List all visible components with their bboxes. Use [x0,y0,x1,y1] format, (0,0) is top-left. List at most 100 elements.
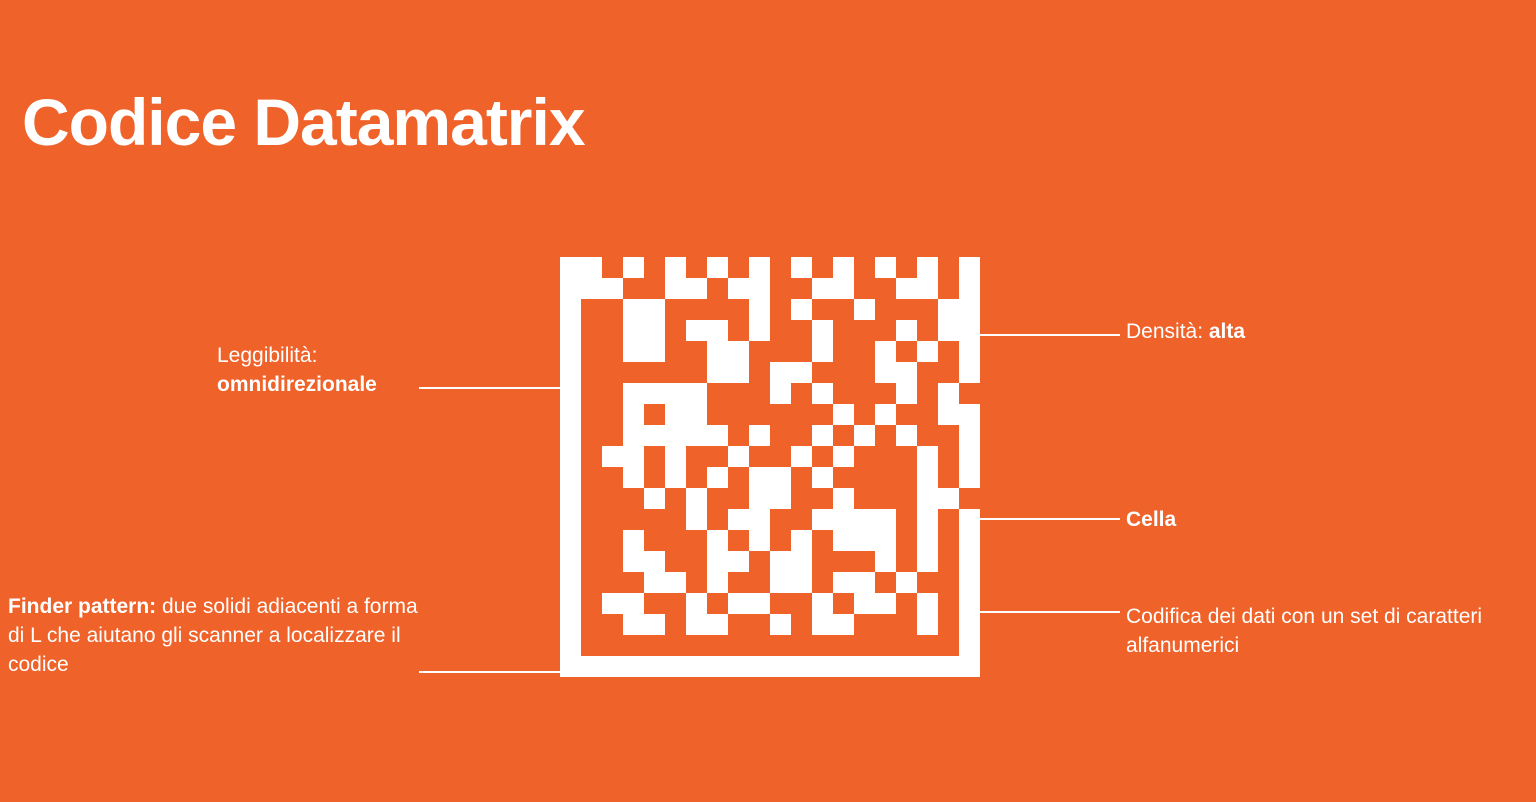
datamatrix-cell [749,320,770,341]
datamatrix-cell [833,593,854,614]
datamatrix-cell [581,656,602,677]
datamatrix-cell [896,572,917,593]
datamatrix-cell [812,509,833,530]
datamatrix-cell [686,467,707,488]
datamatrix-cell [686,257,707,278]
datamatrix-cell [707,446,728,467]
datamatrix-cell [854,656,875,677]
datamatrix-cell [644,362,665,383]
datamatrix-cell [749,509,770,530]
leader-line-finder [419,671,564,673]
datamatrix-cell [833,278,854,299]
datamatrix-cell [791,635,812,656]
datamatrix-cell [644,383,665,404]
datamatrix-cell [623,572,644,593]
datamatrix-cell [602,425,623,446]
datamatrix-cell [770,656,791,677]
datamatrix-cell [623,383,644,404]
datamatrix-cell [938,530,959,551]
datamatrix-cell [644,593,665,614]
datamatrix-cell [812,635,833,656]
datamatrix-cell [854,446,875,467]
datamatrix-cell [791,362,812,383]
datamatrix-cell [749,488,770,509]
datamatrix-cell [665,362,686,383]
annotation-cell: Cella [1126,505,1176,534]
datamatrix-cell [875,299,896,320]
datamatrix-cell [686,614,707,635]
datamatrix-cell [707,593,728,614]
datamatrix-cell [602,509,623,530]
datamatrix-cell [623,488,644,509]
datamatrix-cell [749,635,770,656]
datamatrix-cell [560,320,581,341]
datamatrix-cell [560,362,581,383]
datamatrix-cell [917,656,938,677]
datamatrix-cell [875,656,896,677]
datamatrix-cell [791,320,812,341]
datamatrix-cell [707,488,728,509]
datamatrix-cell [749,530,770,551]
datamatrix-cell [602,488,623,509]
datamatrix-cell [581,362,602,383]
datamatrix-cell [581,425,602,446]
datamatrix-cell [854,572,875,593]
datamatrix-cell [959,656,980,677]
datamatrix-cell [749,551,770,572]
datamatrix-cell [959,509,980,530]
datamatrix-cell [959,446,980,467]
datamatrix-cell [665,656,686,677]
datamatrix-cell [959,530,980,551]
datamatrix-cell [854,341,875,362]
datamatrix-cell [665,299,686,320]
datamatrix-cell [791,425,812,446]
datamatrix-cell [959,362,980,383]
datamatrix-cell [665,551,686,572]
datamatrix-cell [791,299,812,320]
datamatrix-cell [749,614,770,635]
annotation-finder-pattern: Finder pattern: due solidi adiacenti a f… [8,592,438,679]
datamatrix-cell [959,383,980,404]
datamatrix-cell [602,257,623,278]
datamatrix-cell [665,467,686,488]
datamatrix-cell [644,614,665,635]
datamatrix-cell [938,257,959,278]
datamatrix-cell [770,341,791,362]
datamatrix-cell [917,425,938,446]
datamatrix-cell [602,530,623,551]
datamatrix-cell [581,572,602,593]
datamatrix-cell [854,320,875,341]
datamatrix-cell [833,488,854,509]
datamatrix-cell [623,446,644,467]
datamatrix-cell [812,257,833,278]
datamatrix-cell [791,467,812,488]
datamatrix-cell [581,551,602,572]
datamatrix-cell [791,341,812,362]
datamatrix-cell [896,362,917,383]
datamatrix-cell [812,530,833,551]
datamatrix-cell [938,278,959,299]
datamatrix-cell [728,488,749,509]
datamatrix-cell [791,593,812,614]
datamatrix-cell [770,467,791,488]
datamatrix-cell [938,551,959,572]
datamatrix-cell [854,488,875,509]
datamatrix-cell [581,341,602,362]
datamatrix-cell [665,635,686,656]
datamatrix-cell [812,341,833,362]
datamatrix-cell [938,425,959,446]
datamatrix-cell [560,467,581,488]
datamatrix-cell [665,320,686,341]
datamatrix-cell [938,320,959,341]
datamatrix-cell [938,383,959,404]
datamatrix-cell [917,488,938,509]
datamatrix-cell [602,320,623,341]
datamatrix-cell [896,530,917,551]
datamatrix-cell [728,383,749,404]
datamatrix-cell [770,509,791,530]
datamatrix-cell [665,425,686,446]
datamatrix-cell [875,488,896,509]
datamatrix-cell [602,656,623,677]
datamatrix-cell [707,404,728,425]
